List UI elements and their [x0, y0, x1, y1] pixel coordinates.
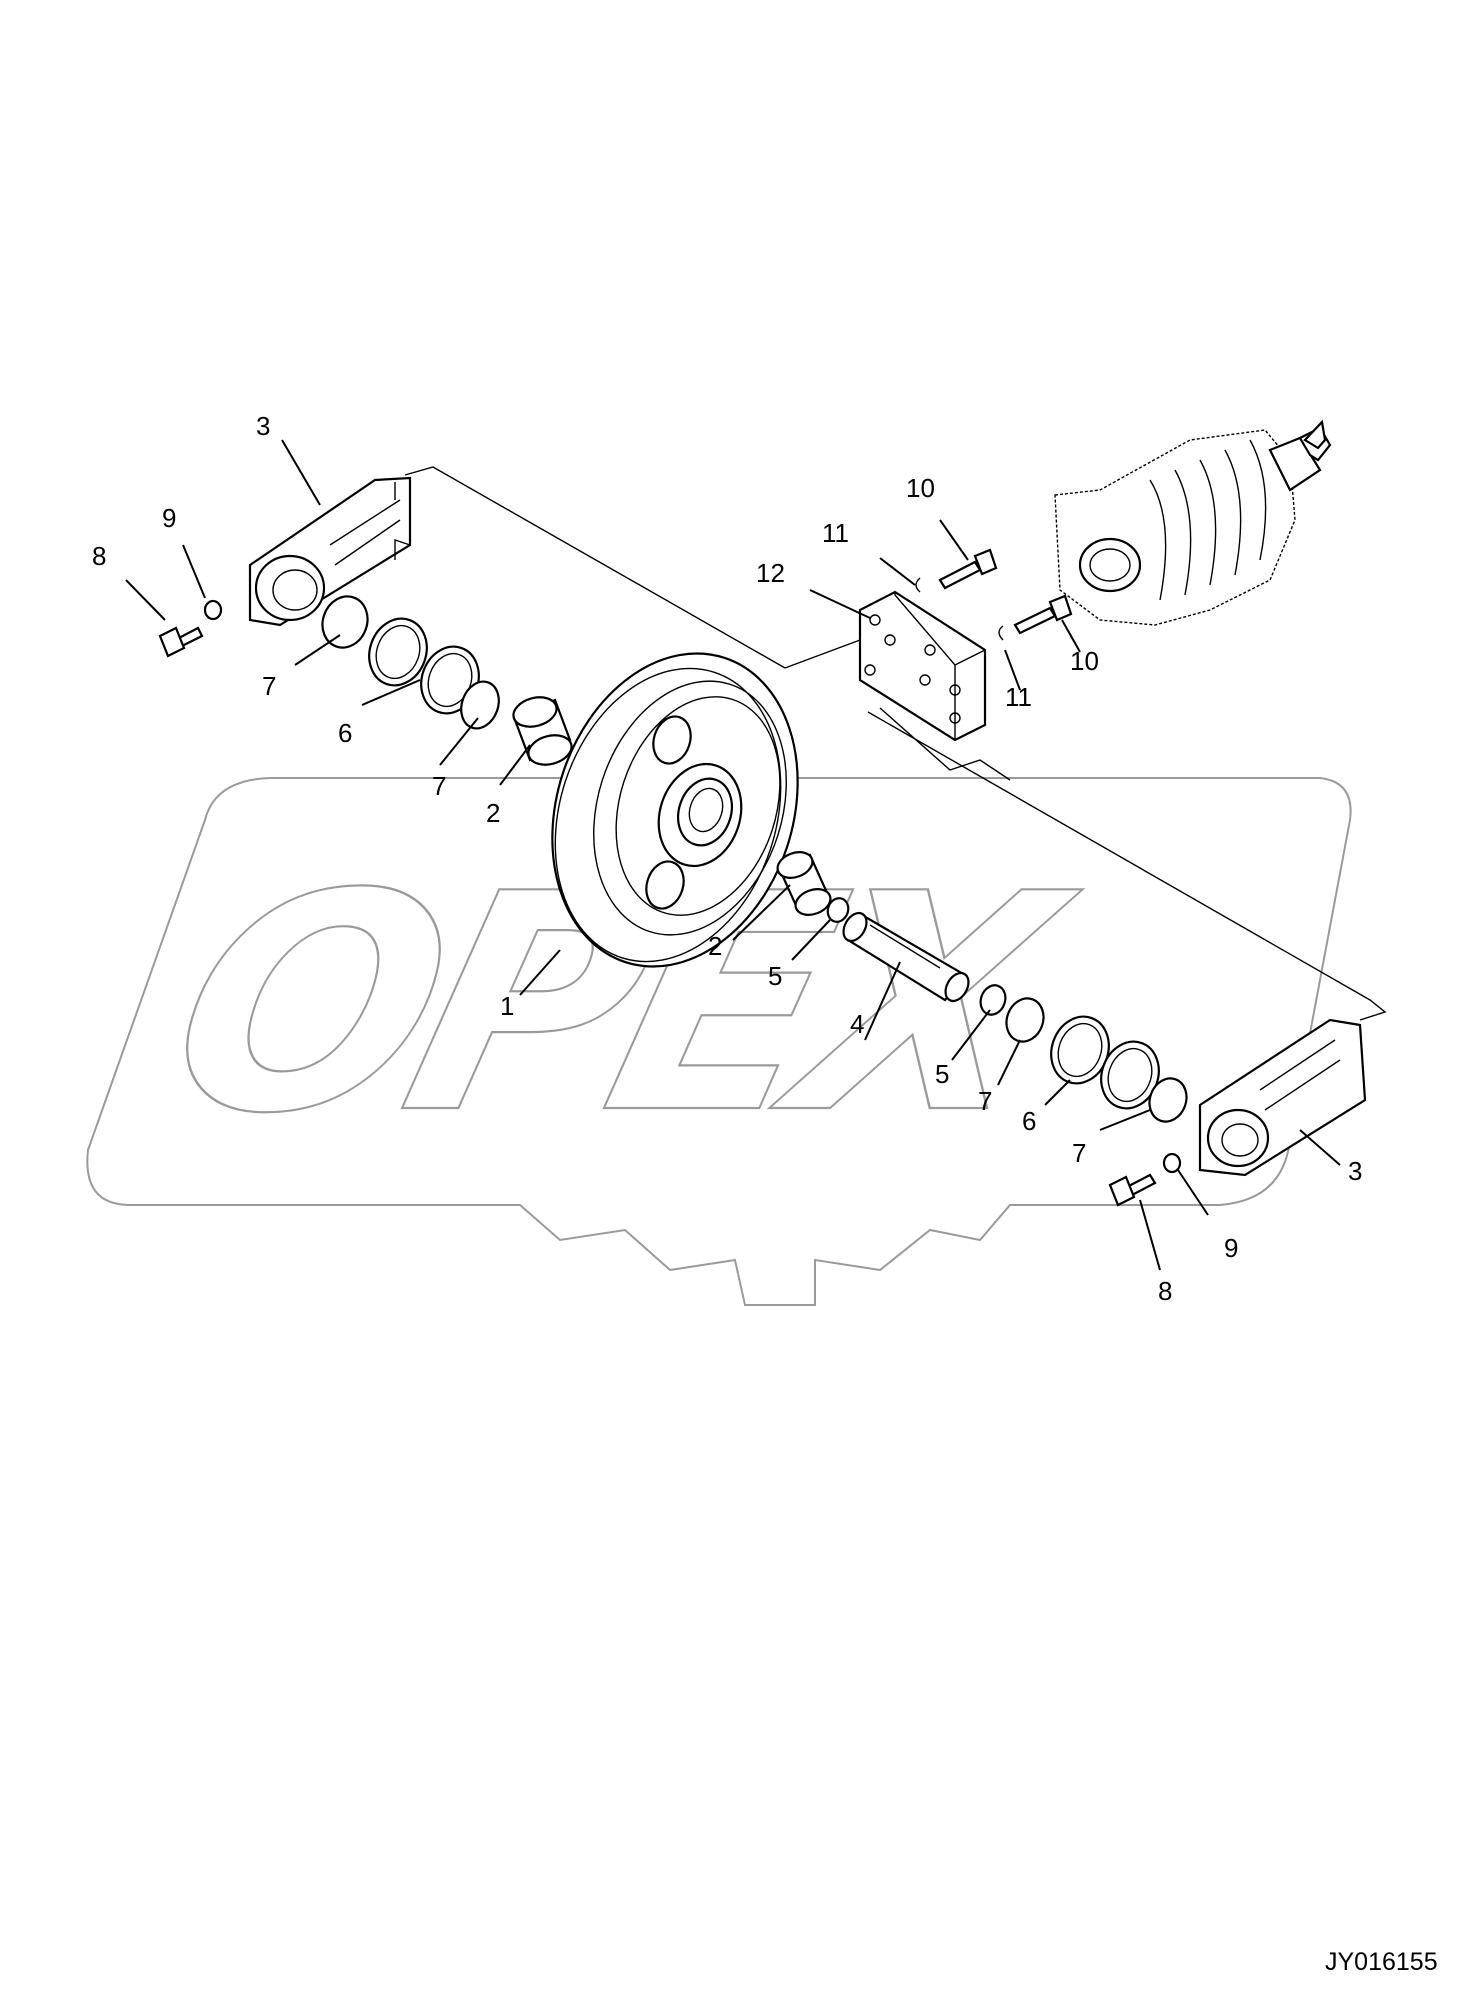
- callout-10-right: 10: [1070, 646, 1099, 676]
- callout-11-upper: 11: [822, 518, 849, 548]
- callout-9-left: 9: [162, 503, 176, 533]
- callout-3-left: 3: [256, 411, 270, 441]
- callout-2-upper: 2: [486, 798, 500, 828]
- bolt-upper-plate: [915, 548, 998, 593]
- callout-8-left: 8: [92, 541, 106, 571]
- callout-7-a: 7: [262, 671, 276, 701]
- callout-11-right: 11: [1005, 682, 1032, 712]
- frame-line-bottom-mid: [867, 711, 1387, 1021]
- bolt-right-plate: [998, 594, 1073, 641]
- idler-wheel: [551, 652, 799, 968]
- frame-line-top-left: [404, 466, 786, 669]
- callout-6-right: 6: [1022, 1106, 1036, 1136]
- recoil-spring-assembly: [1054, 419, 1332, 626]
- callout-5-upper: 5: [768, 961, 782, 991]
- callout-4: 4: [850, 1009, 864, 1039]
- callout-7-c: 7: [978, 1086, 992, 1116]
- callout-7-b: 7: [432, 771, 446, 801]
- callout-6-left: 6: [338, 718, 352, 748]
- callout-5-lower: 5: [935, 1059, 949, 1089]
- callout-9-right: 9: [1224, 1233, 1238, 1263]
- callout-12: 12: [756, 558, 785, 588]
- bushing-upper: [512, 696, 573, 766]
- callouts: 3 9 8 7 6 7 2 1 2 5 4 5 7 6 7 3 9 8 10 1…: [92, 411, 1362, 1306]
- watermark-gear-outline: [86, 777, 1352, 1306]
- callout-8-right: 8: [1158, 1276, 1172, 1306]
- shaft: [842, 911, 970, 1003]
- plate: [858, 590, 987, 742]
- bolt-left: [158, 599, 223, 658]
- idler-bracket-right: [1198, 1018, 1367, 1177]
- callout-7-d: 7: [1072, 1138, 1086, 1168]
- callout-2-lower: 2: [708, 931, 722, 961]
- seal-group-right: [826, 897, 1188, 1123]
- bolt-right: [1108, 1152, 1182, 1207]
- bushing-lower: [776, 851, 832, 916]
- frame-line-lower-step: [879, 707, 1011, 781]
- frame-line-top-mid: [784, 639, 861, 669]
- idler-bracket-left: [248, 476, 412, 627]
- leader-lines: [125, 439, 1341, 1271]
- callout-1: 1: [500, 991, 514, 1021]
- callout-10-upper: 10: [906, 473, 935, 503]
- frame-lines: [404, 466, 1387, 1021]
- drawing-code: JY016155: [1325, 1948, 1438, 1976]
- callout-3-right: 3: [1348, 1156, 1362, 1186]
- seal-group-left: [321, 595, 500, 730]
